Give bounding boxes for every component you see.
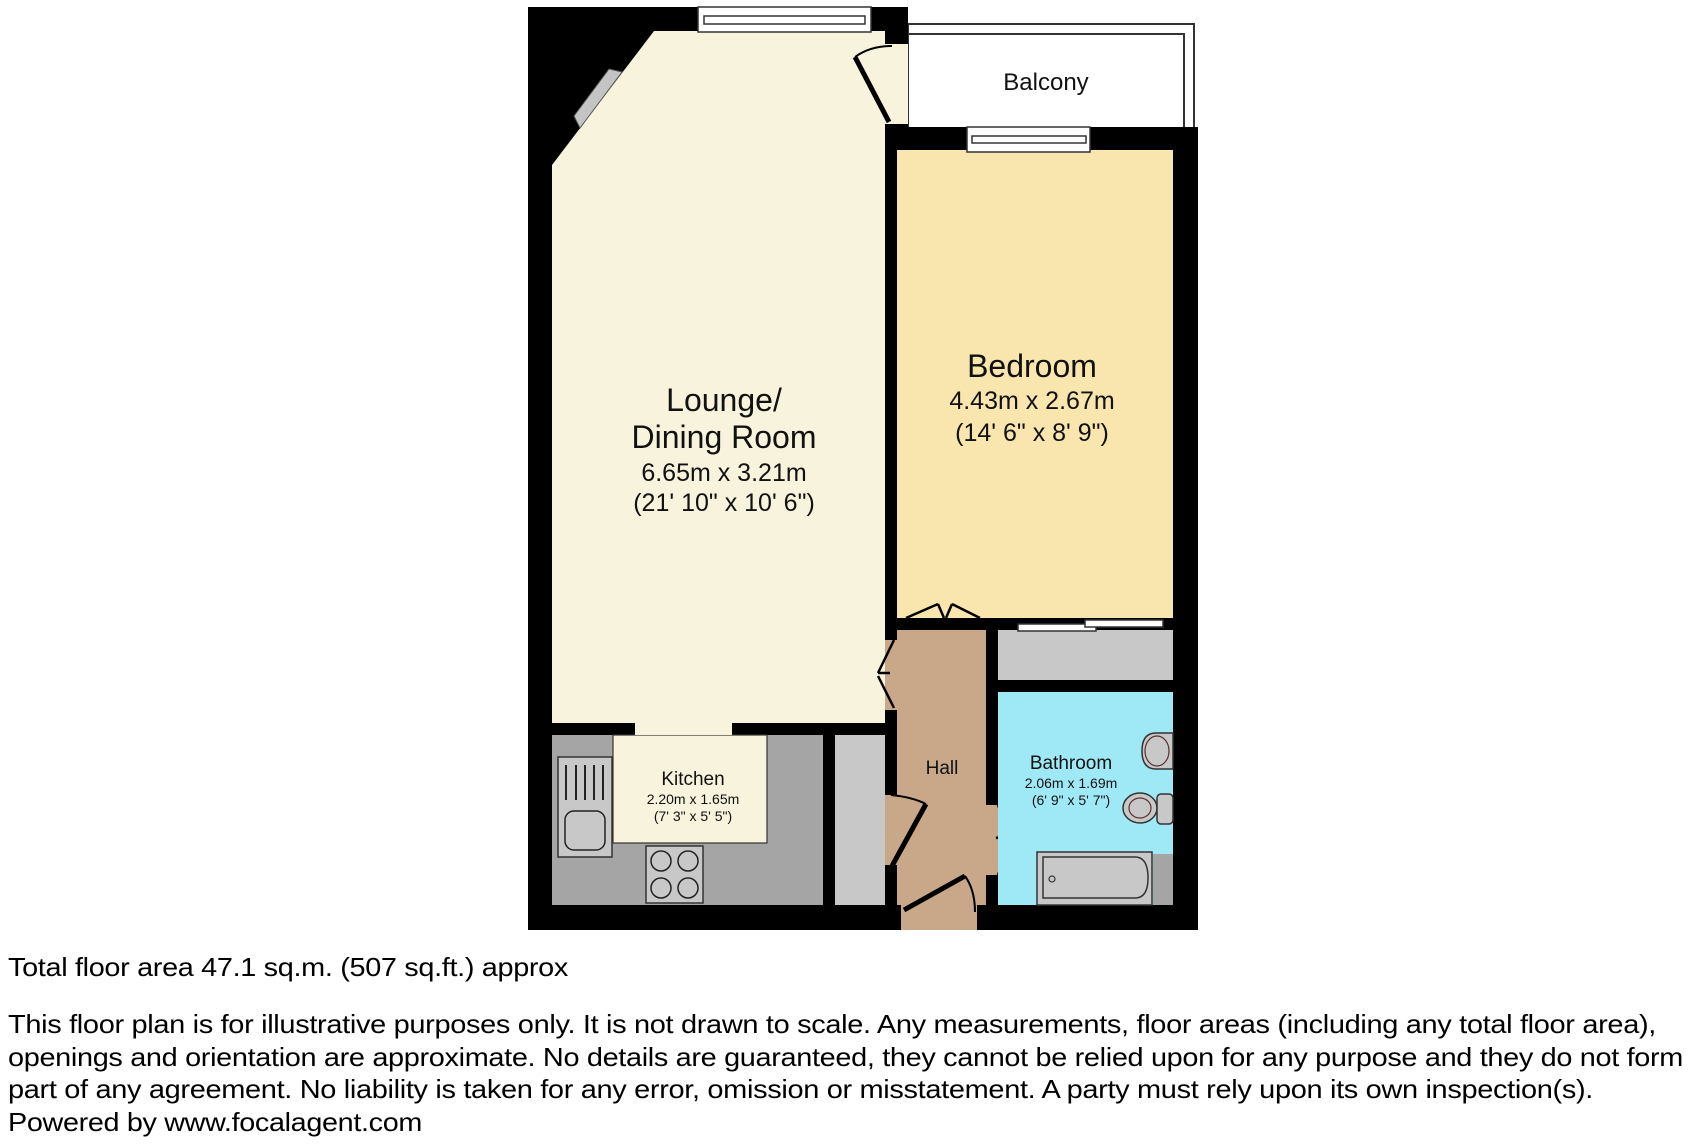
wardrobe [998,630,1173,680]
hall-floor [897,630,986,905]
storage-cupboard [835,735,885,905]
svg-text:(21' 10" x 10' 6"): (21' 10" x 10' 6") [633,489,815,517]
balcony-label: Balcony [1003,69,1088,96]
svg-text:2.06m x 1.69m: 2.06m x 1.69m [1025,775,1118,791]
powered-by-link[interactable]: Powered by www.focalagent.com [8,1106,423,1137]
svg-text:6.65m x 3.21m: 6.65m x 3.21m [641,459,806,487]
front-door [902,873,976,913]
fireplace [573,68,623,129]
svg-text:(7' 3" x 5' 5"): (7' 3" x 5' 5") [654,808,732,824]
lounge-window [697,6,872,33]
bedroom-label: Bedroom 4.43m x 2.67m (14' 6" x 8' 9") [949,348,1114,447]
svg-text:2.20m x 1.65m: 2.20m x 1.65m [647,791,740,807]
bedroom-window [966,126,1091,153]
sink [557,756,613,858]
disclaimer-line: openings and orientation are approximate… [8,1041,1683,1072]
lounge-hall-door [876,639,896,709]
svg-text:Bathroom: Bathroom [1030,753,1112,774]
bathroom-label: Bathroom 2.06m x 1.69m (6' 9" x 5' 7") [1025,753,1118,808]
wardrobe-sliding-doors [1017,619,1164,632]
floor-plan: Balcony Lounge/ Dining Room 6.65m x 3.21… [528,6,1198,930]
disclaimer: This floor plan is for illustrative purp… [8,1008,1683,1138]
cupboard-door [889,794,929,868]
lounge-floor [552,31,885,723]
disclaimer-line: part of any agreement. No liability is t… [8,1074,1593,1104]
kitchen-label: Kitchen 2.20m x 1.65m (7' 3" x 5' 5") [647,769,740,824]
bedroom-door [905,602,981,620]
balcony [907,23,1195,129]
hall-label: Hall [926,758,959,779]
kitchen-floor [612,734,768,844]
disclaimer-line: This floor plan is for illustrative purp… [8,1009,1656,1039]
svg-text:Lounge/: Lounge/ [666,382,782,418]
svg-text:Kitchen: Kitchen [661,769,724,790]
hob [645,845,704,904]
svg-text:(14' 6" x 8' 9"): (14' 6" x 8' 9") [955,419,1109,447]
bedroom-floor [897,150,1173,618]
toilet [1122,792,1174,825]
total-floor-area: Total floor area 47.1 sq.m. (507 sq.ft.)… [8,952,568,982]
svg-text:4.43m x 2.67m: 4.43m x 2.67m [949,387,1114,415]
bath [1036,851,1173,906]
balcony-door-swing [852,45,893,124]
svg-text:Dining Room: Dining Room [632,419,817,455]
lounge-label: Lounge/ Dining Room 6.65m x 3.21m (21' 1… [632,382,817,517]
svg-text:Bedroom: Bedroom [967,348,1097,384]
svg-text:(6' 9" x 5' 7"): (6' 9" x 5' 7") [1032,792,1110,808]
basin [1141,732,1174,770]
